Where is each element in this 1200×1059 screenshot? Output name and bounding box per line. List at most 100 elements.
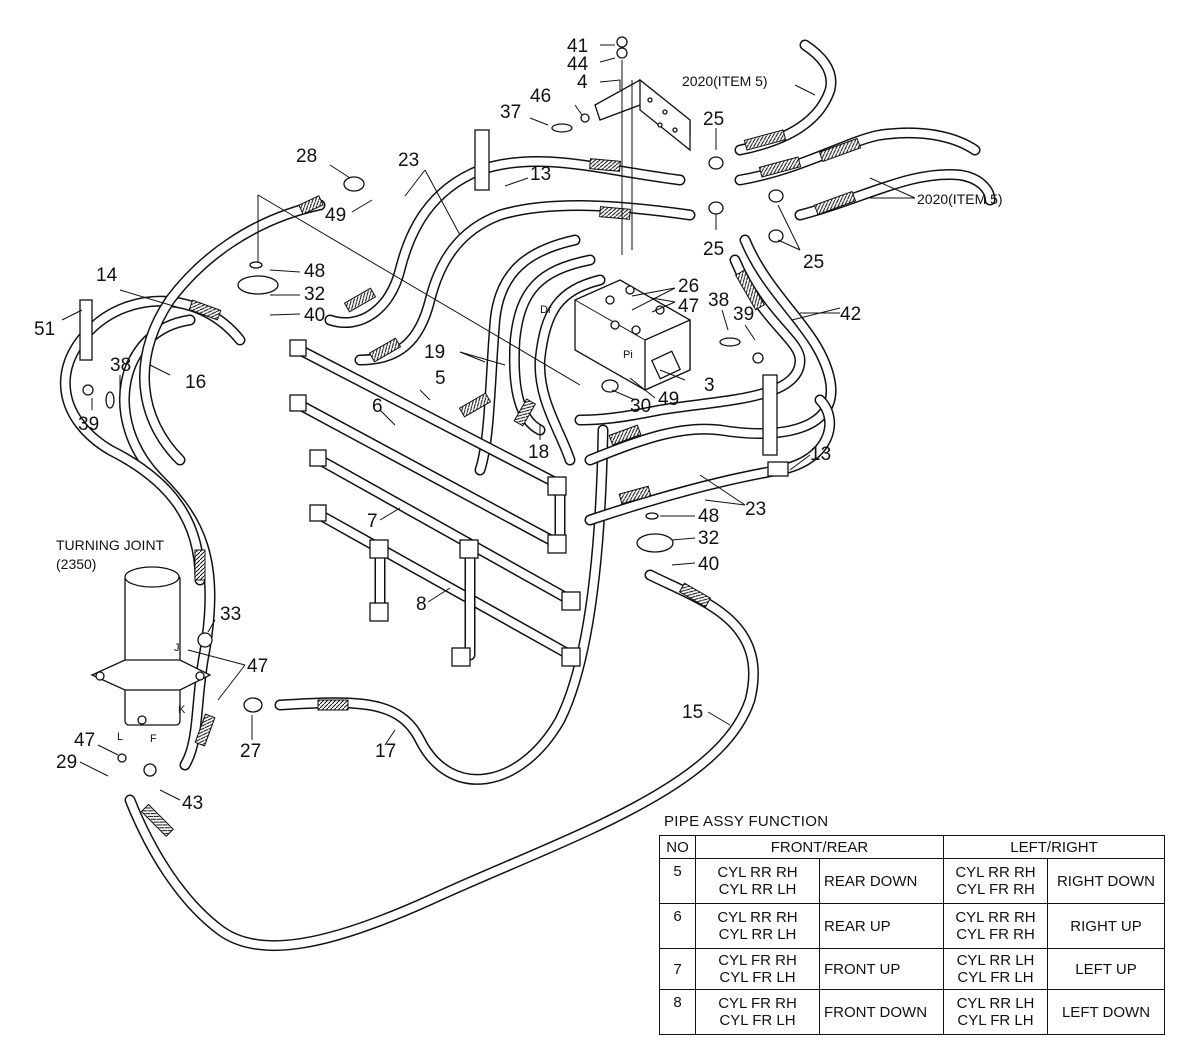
port-l: L [117,731,123,743]
callout-4: 4 [577,72,588,93]
callout-23-top: 23 [398,150,419,171]
callout-47-valve: 47 [678,296,699,317]
callout-5: 5 [435,368,446,389]
table-header-row: NO FRONT/REAR LEFT/RIGHT [659,835,1165,859]
callout-28: 28 [296,146,317,167]
callout-32-bottom: 32 [698,528,719,549]
callout-39-left: 39 [78,414,99,435]
port-k: K [178,704,186,716]
callout-30: 30 [630,396,651,417]
callout-32-top: 32 [304,284,325,305]
cell-text: CYL RR LH [956,995,1035,1012]
leader-lines [61,44,916,801]
callout-40-bottom: 40 [698,554,719,575]
fr-function: REAR DOWN [819,858,944,904]
row-no: 5 [659,858,696,904]
cell-text: CYL RR LH [956,952,1035,969]
callout-41: 41 [567,36,588,57]
callout-47-joint: 47 [247,656,268,677]
port-dr: Dr [540,304,552,316]
callout-16: 16 [185,372,206,393]
header-left-right: LEFT/RIGHT [943,835,1165,859]
callout-51: 51 [34,319,55,340]
callout-44: 44 [567,54,589,75]
callout-49-valve: 49 [658,389,679,410]
cell-text: CYL FR LH [957,969,1034,986]
lr-function: LEFT DOWN [1047,989,1165,1035]
callout-6: 6 [372,396,383,417]
cell-text: CYL RR LH [718,881,797,898]
cell-text: CYL RR RH [717,909,798,926]
callout-15: 15 [682,702,703,723]
port-pi: Pi [623,349,633,361]
callout-27: 27 [240,741,261,762]
callout-2020-item5-top: 2020(ITEM 5) [682,73,768,89]
callout-23-bottom: 23 [745,499,766,520]
valve-block-3 [574,279,691,392]
callout-13-top: 13 [530,164,551,185]
callout-42: 42 [840,304,861,325]
row-no: 7 [659,948,696,990]
callout-26: 26 [678,276,699,297]
row-no: 8 [659,989,696,1035]
callout-38-left: 38 [110,355,131,376]
callout-13-right: 13 [810,444,831,465]
port-f: F [150,733,157,745]
steel-pipes [289,339,581,667]
callout-25-top: 25 [703,109,724,130]
cell-text: CYL FR RH [718,952,797,969]
callout-48-top: 48 [304,261,325,282]
callout-38-right: 38 [708,290,729,311]
cell-text: CYL FR RH [956,926,1035,943]
callout-29: 29 [56,752,77,773]
callout-labels: 41 44 4 46 37 25 2020(ITEM 5) 2020(ITEM … [34,36,1003,814]
callout-2020-item5-right: 2020(ITEM 5) [917,191,1003,207]
cell-text: CYL FR LH [719,1012,796,1029]
turning-joint-ref: (2350) [56,556,96,572]
cell-text: CYL FR RH [956,881,1035,898]
fr-function: FRONT DOWN [819,989,944,1035]
callout-17: 17 [375,741,396,762]
callout-8: 8 [416,594,427,615]
table-title: PIPE ASSY FUNCTION [664,813,829,830]
callout-33: 33 [220,604,241,625]
callout-3: 3 [704,375,715,396]
row-no: 6 [659,903,696,949]
callout-18: 18 [528,442,549,463]
fr-function: REAR UP [819,903,944,949]
misc-fittings [79,113,789,713]
cell-text: CYL RR RH [955,909,1036,926]
cell-text: CYL RR RH [955,864,1036,881]
callout-47-lower: 47 [74,730,95,751]
callout-46: 46 [530,86,551,107]
callout-19: 19 [424,342,445,363]
callout-25-mid: 25 [703,239,724,260]
callout-25-right: 25 [803,252,824,273]
cell-text: CYL FR LH [957,1012,1034,1029]
turning-joint-label: TURNING JOINT [56,537,165,553]
port-j: J [174,642,180,654]
callout-37: 37 [500,102,521,123]
callout-43: 43 [182,793,203,814]
bracket-4 [594,36,691,255]
callout-14: 14 [96,265,118,286]
callout-7: 7 [367,511,378,532]
callout-39-right: 39 [733,304,754,325]
lr-function: RIGHT DOWN [1047,858,1165,904]
cell-text: CYL RR LH [718,926,797,943]
turning-joint [90,566,213,777]
lr-function: LEFT UP [1047,948,1165,990]
header-front-rear: FRONT/REAR [695,835,944,859]
